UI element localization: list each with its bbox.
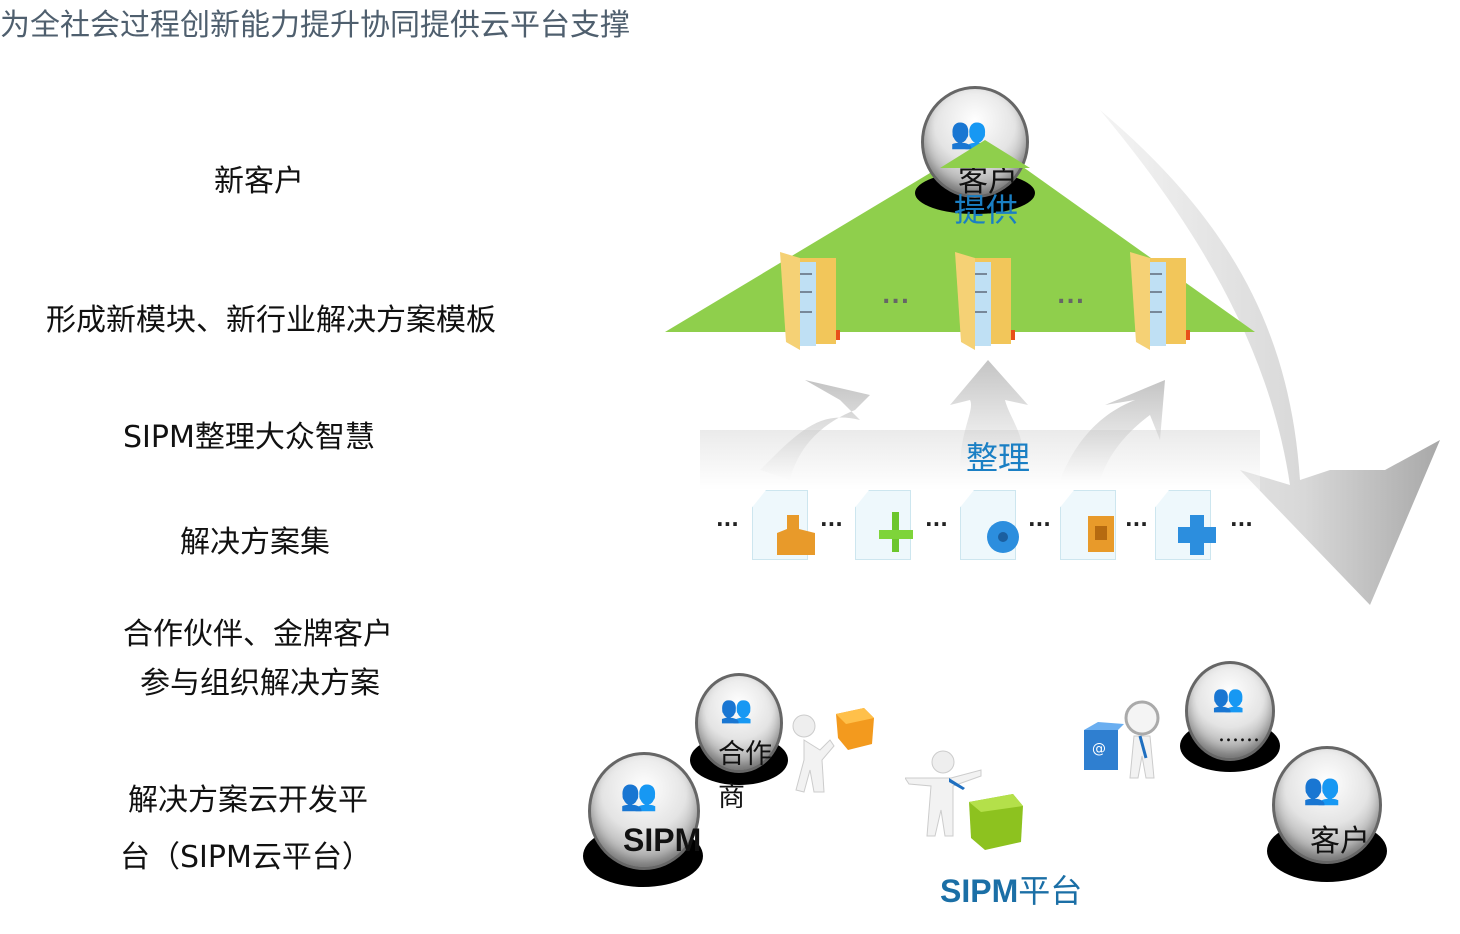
person-with-phone-box-icon — [905, 750, 1023, 850]
provide-label: 提供 — [954, 191, 1019, 229]
people-icon: 👥 — [620, 778, 658, 813]
green-cross-icon — [879, 512, 913, 552]
label-partners: 合作伙伴、金牌客户 — [123, 617, 393, 652]
customer-node-label: 客户 — [1310, 824, 1370, 859]
folder-icon — [1130, 252, 1190, 350]
ellipsis: ... — [820, 507, 843, 531]
partner-sphere — [695, 673, 783, 773]
label-participate: 参与组织解决方案 — [140, 666, 380, 701]
ellipsis: ... — [716, 507, 739, 531]
label-cloud-platform-2: 台（SIPM云平台） — [120, 840, 372, 875]
ellipsis: ... — [1230, 507, 1253, 531]
sipm-node-label: SIPM — [623, 822, 702, 858]
ellipsis: ... — [882, 284, 911, 309]
ellipsis: ... — [925, 507, 948, 531]
label-new-customer: 新客户 — [214, 164, 304, 199]
organize-label: 整理 — [966, 439, 1031, 477]
curved-arrow-down — [1100, 110, 1440, 605]
folder-icon — [955, 252, 1015, 350]
orange-tower-icon — [1088, 516, 1114, 552]
label-solution-set: 解决方案集 — [180, 525, 330, 560]
label-new-templates: 形成新模块、新行业解决方案模板 — [46, 303, 496, 338]
customer-sphere — [1272, 746, 1382, 864]
orange-block-icon — [777, 515, 815, 555]
customer-sphere — [921, 86, 1029, 198]
sipm-platform-label: SIPM平台 — [940, 866, 1082, 912]
people-icon: 👥 — [1303, 772, 1341, 807]
more-node-label: ...... — [1218, 722, 1260, 747]
solution-file — [855, 490, 911, 560]
people-icon: 👥 — [1212, 684, 1245, 714]
blue-cube-cluster-icon — [1178, 515, 1216, 555]
people-icon: 👥 — [720, 695, 753, 725]
blue-gear-icon — [987, 521, 1019, 553]
top-node-label: 客户 — [958, 164, 1018, 199]
ellipsis: ... — [1028, 507, 1051, 531]
ellipsis: ... — [1125, 507, 1148, 531]
label-cloud-platform-1: 解决方案云开发平 — [128, 783, 368, 818]
ellipsis: ... — [1057, 284, 1086, 309]
partner-node-label-2: 商 — [718, 782, 745, 813]
partner-node-label: 合作 — [718, 739, 772, 770]
person-with-magnifier-email-icon: @ — [1084, 700, 1160, 779]
platform-label-sipm: SIPM — [940, 873, 1019, 909]
folder-icon — [780, 252, 840, 350]
label-sipm-organize: SIPM整理大众智慧 — [123, 420, 375, 455]
person-carrying-box-icon — [792, 708, 874, 793]
page-title: 为全社会过程创新能力提升协同提供云平台支撑 — [0, 8, 630, 43]
more-sphere — [1185, 661, 1275, 761]
sipm-sphere — [588, 752, 700, 870]
platform-label-platform: 平台 — [1018, 872, 1083, 910]
svg-text:@: @ — [1092, 741, 1106, 757]
